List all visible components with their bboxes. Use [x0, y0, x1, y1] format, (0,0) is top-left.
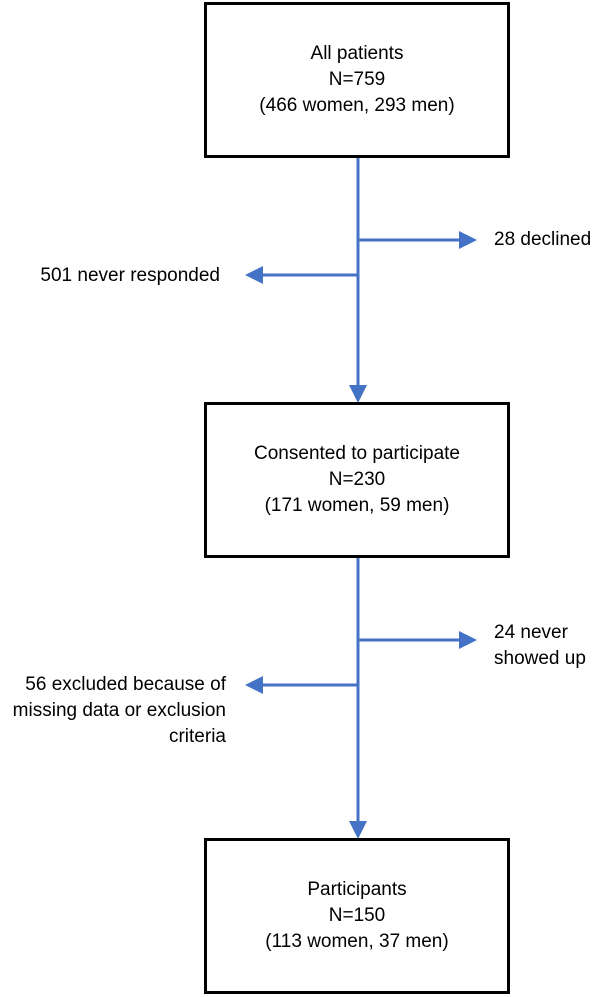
exit-never-showed-up-label: 24 never showed up — [494, 620, 586, 672]
exit-label-line: criteria — [168, 726, 226, 747]
exit-label-line: 56 excluded because of — [25, 674, 226, 695]
node-count: N=759 — [328, 69, 386, 90]
node-participants: Participants N=150 (113 women, 37 men) — [204, 838, 510, 994]
exit-excluded-label: 56 excluded because of missing data or e… — [2, 672, 226, 750]
node-consented: Consented to participate N=230 (171 wome… — [204, 402, 510, 558]
exit-label-line: missing data or exclusion — [12, 700, 226, 721]
node-title: Consented to participate — [254, 443, 460, 464]
node-title: All patients — [310, 43, 404, 64]
exit-label-line: 24 never — [494, 622, 568, 643]
node-title: Participants — [307, 879, 407, 900]
node-detail: (113 women, 37 men) — [265, 931, 449, 952]
exit-label-line: 28 declined — [494, 229, 592, 250]
exit-declined-label: 28 declined — [494, 227, 591, 253]
node-detail: (466 women, 293 men) — [259, 95, 455, 116]
exit-label-line: 501 never responded — [40, 265, 220, 286]
node-count: N=230 — [328, 469, 386, 490]
exit-never-responded-label: 501 never responded — [30, 263, 220, 289]
node-detail: (171 women, 59 men) — [264, 495, 450, 516]
exit-label-line: showed up — [494, 648, 586, 669]
node-all-patients: All patients N=759 (466 women, 293 men) — [204, 2, 510, 158]
node-count: N=150 — [328, 905, 386, 926]
